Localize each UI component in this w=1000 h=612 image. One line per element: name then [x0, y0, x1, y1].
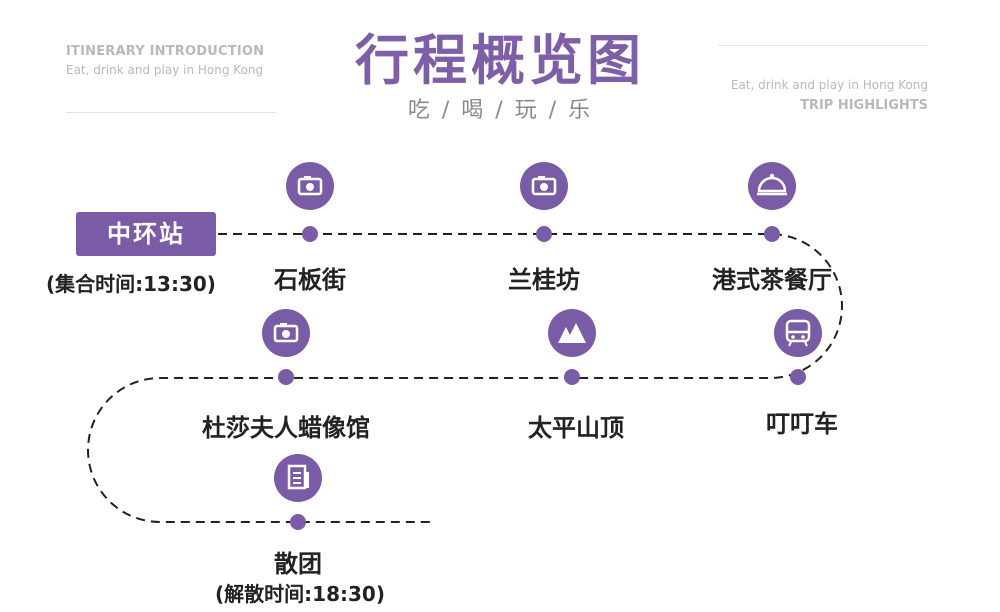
- start-station-badge: 中环站: [76, 212, 216, 256]
- document-icon: [274, 454, 322, 502]
- trip-highlights-heading: TRIP HIGHLIGHTS: [800, 98, 928, 113]
- stop-label-tea-restaurant: 港式茶餐厅: [712, 266, 832, 294]
- stop-label-stone-slab-street: 石板街: [274, 266, 346, 294]
- tram-icon: [774, 309, 822, 357]
- stop-label-ding-ding-tram: 叮叮车: [766, 410, 838, 438]
- dismiss-time-note: (解散时间:18:30): [215, 582, 385, 606]
- camera-icon: [262, 309, 310, 357]
- tagline-fun: 乐: [568, 98, 593, 123]
- dining-cloche-icon: [748, 162, 796, 210]
- tagline-eat: 吃: [407, 98, 432, 123]
- tagline-drink: 喝: [461, 98, 486, 123]
- meeting-time-note: (集合时间:13:30): [46, 272, 216, 296]
- tagline-separator: /: [441, 98, 452, 123]
- stop-dot: [290, 514, 306, 530]
- stop-dot: [790, 369, 806, 385]
- right-subheading: Eat, drink and play in Hong Kong: [730, 78, 928, 92]
- camera-icon: [520, 162, 568, 210]
- stop-label-dismiss: 散团: [274, 550, 322, 578]
- stop-dot: [278, 369, 294, 385]
- tagline: 吃 / 喝 / 玩 / 乐: [0, 92, 1000, 124]
- stop-label-madame-tussauds: 杜莎夫人蜡像馆: [202, 414, 370, 442]
- tagline-separator: /: [495, 98, 505, 123]
- tagline-separator: /: [548, 98, 559, 123]
- stop-dot: [302, 226, 318, 242]
- stop-dot: [764, 226, 780, 242]
- camera-icon: [286, 162, 334, 210]
- page-title: 行程概览图: [355, 29, 645, 92]
- left-divider: [66, 112, 276, 113]
- stop-dot: [536, 226, 552, 242]
- tagline-play: 玩: [514, 98, 539, 123]
- stop-dot: [564, 369, 580, 385]
- itinerary-introduction-heading: ITINERARY INTRODUCTION: [66, 44, 265, 59]
- left-subheading: Eat, drink and play in Hong Kong: [66, 63, 264, 77]
- stop-label-lan-kwai-fong: 兰桂坊: [508, 266, 580, 294]
- stop-label-victoria-peak: 太平山顶: [528, 414, 624, 442]
- right-divider: [718, 45, 928, 46]
- dashed-route-line: [87, 233, 843, 523]
- mountain-icon: [548, 309, 596, 357]
